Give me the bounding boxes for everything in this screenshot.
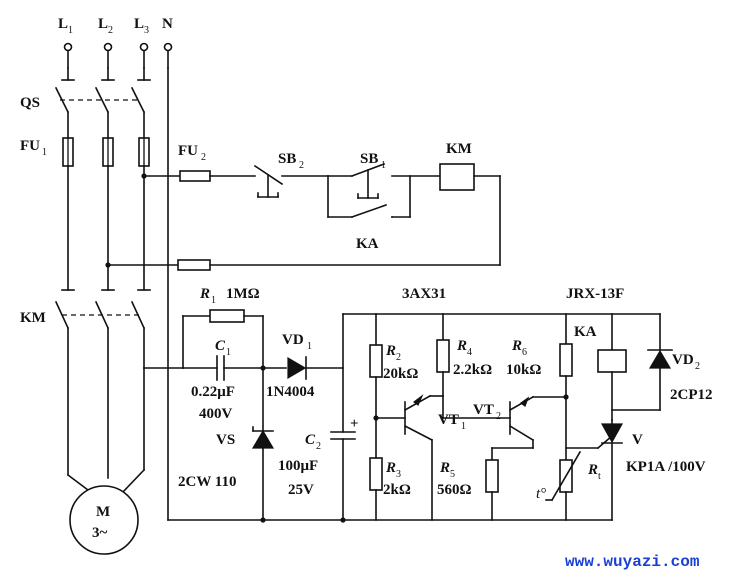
label-r1-sub: 1 bbox=[211, 295, 216, 306]
label-rt: R bbox=[587, 462, 598, 478]
control-circuit bbox=[107, 162, 501, 271]
label-ka-contact: KA bbox=[356, 236, 379, 252]
label-c1-value: 0.22μF bbox=[191, 384, 235, 400]
label-l3-sub: 3 bbox=[144, 25, 149, 36]
label-thyristor-part: KP1A /100V bbox=[626, 459, 706, 475]
label-sb1: SB bbox=[360, 151, 378, 167]
labels: L 1 L 2 L 3 N QS FU 1 FU 2 SB 2 SB 1 KM … bbox=[20, 16, 713, 571]
label-c2-value: 100μF bbox=[278, 458, 318, 474]
label-c2-plus: + bbox=[350, 416, 359, 432]
label-sb1-sub: 1 bbox=[381, 160, 386, 171]
label-rt-sub: t bbox=[598, 471, 601, 482]
label-r6-sub: 6 bbox=[522, 347, 527, 358]
label-sb2: SB bbox=[278, 151, 296, 167]
main-feeders bbox=[67, 67, 169, 521]
label-r2-value: 20kΩ bbox=[383, 366, 418, 382]
label-l1-sub: 1 bbox=[68, 25, 73, 36]
label-c1: C bbox=[215, 338, 226, 354]
protection-circuit bbox=[143, 309, 673, 523]
label-qs: QS bbox=[20, 95, 40, 111]
label-fu2: FU bbox=[178, 143, 198, 159]
label-vt1-sub: 1 bbox=[461, 421, 466, 432]
label-vt2: VT bbox=[473, 402, 494, 418]
label-r3: R bbox=[385, 460, 396, 476]
label-l1: L bbox=[58, 16, 68, 32]
label-r4-sub: 4 bbox=[467, 347, 472, 358]
label-r1-value: 1MΩ bbox=[226, 286, 260, 302]
qs-switch bbox=[54, 86, 146, 139]
label-r5-sub: 5 bbox=[450, 469, 455, 480]
label-l3: L bbox=[134, 16, 144, 32]
label-vt2-sub: 2 bbox=[496, 411, 501, 422]
label-fu1-sub: 1 bbox=[42, 147, 47, 158]
label-fu2-sub: 2 bbox=[201, 152, 206, 163]
label-r4: R bbox=[456, 338, 467, 354]
label-relay-part: JRX-13F bbox=[566, 286, 624, 302]
label-c1-voltage: 400V bbox=[199, 406, 233, 422]
label-thyristor: V bbox=[632, 432, 643, 448]
label-l2: L bbox=[98, 16, 108, 32]
label-c2-sub: 2 bbox=[316, 441, 321, 452]
label-c2: C bbox=[305, 432, 316, 448]
label-vd1-sub: 1 bbox=[307, 341, 312, 352]
label-r2: R bbox=[385, 343, 396, 359]
label-vs: VS bbox=[216, 432, 235, 448]
label-l2-sub: 2 bbox=[108, 25, 113, 36]
label-motor-phase: 3~ bbox=[92, 525, 108, 541]
label-fu1: FU bbox=[20, 138, 40, 154]
label-km-main: KM bbox=[20, 310, 46, 326]
label-r4-value: 2.2kΩ bbox=[453, 362, 492, 378]
label-km-coil: KM bbox=[446, 141, 472, 157]
label-c2-voltage: 25V bbox=[288, 482, 314, 498]
label-r2-sub: 2 bbox=[396, 352, 401, 363]
label-sb2-sub: 2 bbox=[299, 160, 304, 171]
label-vd2: VD bbox=[672, 352, 694, 368]
label-ka-coil: KA bbox=[574, 324, 597, 340]
label-r5-value: 560Ω bbox=[437, 482, 472, 498]
label-r3-sub: 3 bbox=[396, 469, 401, 480]
label-r6-value: 10kΩ bbox=[506, 362, 541, 378]
label-motor: M bbox=[96, 504, 110, 520]
label-vd2-sub: 2 bbox=[695, 361, 700, 372]
motor bbox=[69, 485, 139, 555]
label-r3-value: 2kΩ bbox=[383, 482, 411, 498]
label-r5: R bbox=[439, 460, 450, 476]
km-main-contacts bbox=[54, 289, 151, 495]
label-vd1: VD bbox=[282, 332, 304, 348]
label-r6: R bbox=[511, 338, 522, 354]
label-vs-part: 2CW 110 bbox=[178, 474, 236, 490]
label-transistor-part: 3AX31 bbox=[402, 286, 446, 302]
label-vd1-part: 1N4004 bbox=[266, 384, 315, 400]
supply-terminals bbox=[61, 42, 173, 81]
label-r1: R bbox=[199, 286, 210, 302]
label-rt-temp: t° bbox=[536, 486, 546, 502]
label-vd2-part: 2CP12 bbox=[670, 387, 713, 403]
fu1-fuses bbox=[62, 137, 150, 167]
watermark: www.wuyazi.com bbox=[565, 553, 700, 571]
label-n: N bbox=[162, 16, 173, 32]
label-c1-sub: 1 bbox=[226, 347, 231, 358]
label-vt1: VT bbox=[438, 412, 459, 428]
